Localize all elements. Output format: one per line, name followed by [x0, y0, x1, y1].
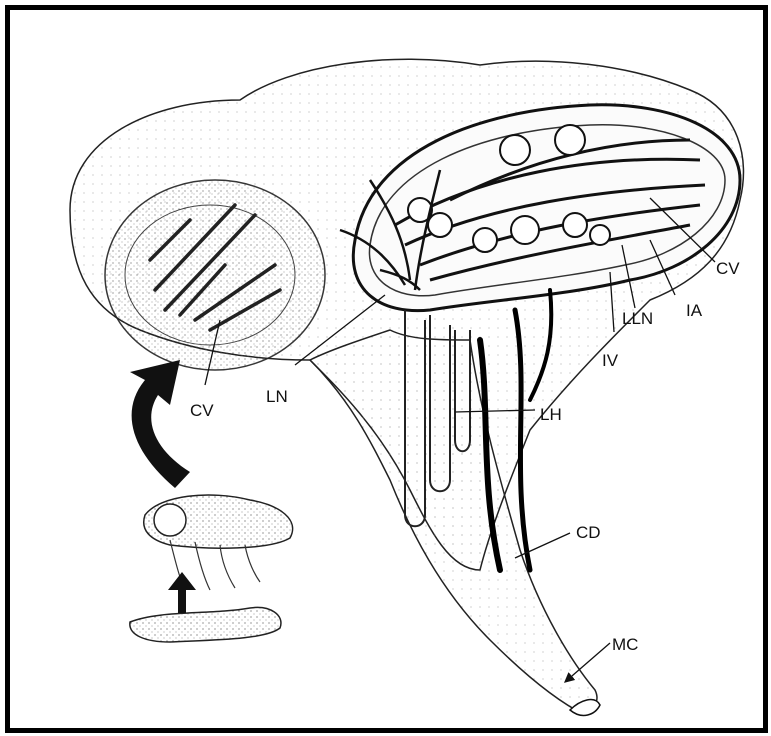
label-iv: IV — [602, 352, 618, 369]
label-cd: CD — [576, 524, 601, 541]
label-cv-right: CV — [716, 260, 740, 277]
label-lln: LLN — [622, 310, 653, 327]
label-lh: LH — [540, 406, 562, 423]
figure-frame: CV IA LLN IV LN CV LH CD MC — [5, 5, 768, 733]
label-ia: IA — [686, 302, 702, 319]
inset-tissue-flat — [130, 607, 281, 642]
curved-arrow-up-icon — [130, 360, 190, 488]
label-mc: MC — [612, 636, 638, 653]
label-ln: LN — [266, 388, 288, 405]
anatomical-drawing — [10, 10, 763, 728]
label-cv-left: CV — [190, 402, 214, 419]
arrow-up-icon — [168, 572, 196, 613]
